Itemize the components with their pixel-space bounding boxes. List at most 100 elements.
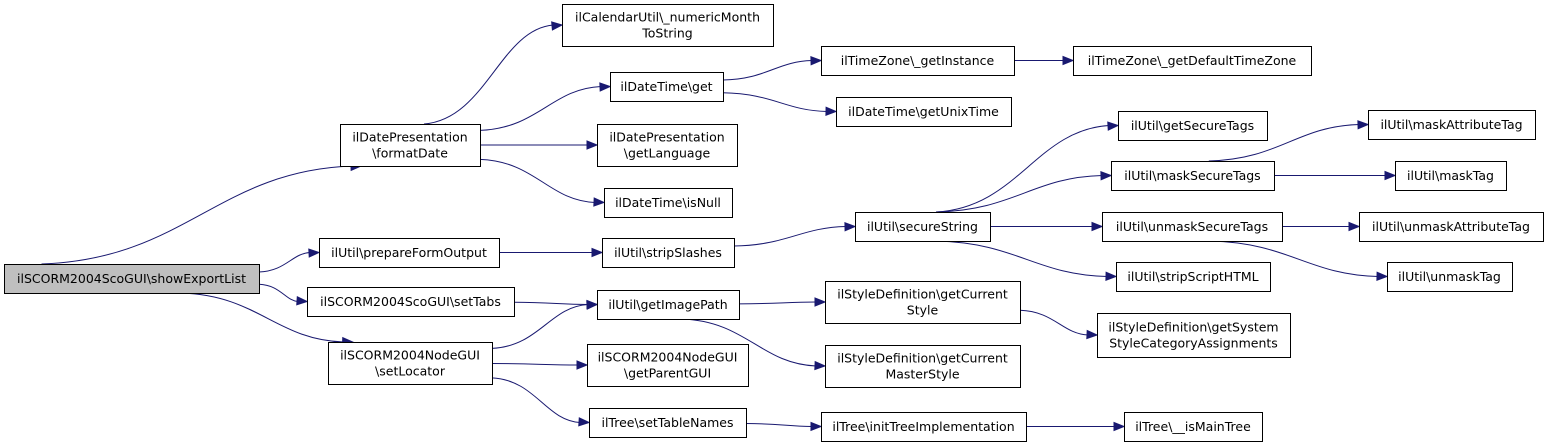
edge-line xyxy=(491,377,581,423)
arrowhead xyxy=(586,300,599,310)
node-label: \setLocator xyxy=(375,364,446,379)
node-box xyxy=(1118,111,1268,141)
node-maskAttributeTag[interactable]: ilUtil\maskAttributeTag xyxy=(1368,110,1536,140)
edge-line xyxy=(733,226,847,247)
node-box xyxy=(319,238,500,268)
edge-root-to-setTabs xyxy=(258,283,309,306)
node-box xyxy=(307,287,515,317)
node-root[interactable]: ilSCORM2004ScoGUI\showExportList xyxy=(4,264,260,294)
node-label: ilCalendarUtil\_numericMonth xyxy=(575,10,760,25)
node-secureString[interactable]: ilUtil\secureString xyxy=(855,212,991,242)
node-label: ilSCORM2004ScoGUI\showExportList xyxy=(17,271,246,286)
edge-line xyxy=(935,175,1103,213)
arrowhead xyxy=(296,296,309,306)
node-label: ilUtil\unmaskAttributeTag xyxy=(1372,219,1530,234)
edge-formatDate-to-dtGet xyxy=(479,82,612,131)
node-box xyxy=(587,344,749,387)
node-defaultTZ[interactable]: ilTimeZone\_getDefaultTimeZone xyxy=(1073,46,1312,76)
node-isMainTree[interactable]: ilTree\__isMainTree xyxy=(1124,412,1263,442)
arrowhead xyxy=(578,417,591,427)
node-unmaskSecureTags[interactable]: ilUtil\unmaskSecureTags xyxy=(1102,212,1283,242)
node-getSecureTags[interactable]: ilUtil\getSecureTags xyxy=(1118,111,1268,141)
node-box xyxy=(1073,46,1312,76)
node-maskSecureTags[interactable]: ilUtil\maskSecureTags xyxy=(1111,161,1275,191)
node-box xyxy=(597,124,738,167)
node-label: ilSCORM2004ScoGUI\setTabs xyxy=(320,294,501,309)
edge-line xyxy=(1019,309,1089,336)
node-label: ilDateTime\isNull xyxy=(615,195,721,210)
node-getUnixTime[interactable]: ilDateTime\getUnixTime xyxy=(836,97,1012,127)
edge-tzGetInstance-to-defaultTZ xyxy=(1014,55,1075,66)
node-isNull[interactable]: ilDateTime\isNull xyxy=(604,188,733,218)
arrowhead xyxy=(825,106,838,117)
node-setTabs[interactable]: ilSCORM2004ScoGUI\setTabs xyxy=(307,287,515,317)
edge-maskSecureTags-to-maskTag xyxy=(1274,170,1397,181)
edge-line xyxy=(722,92,828,112)
node-box xyxy=(1368,110,1536,140)
edge-prepareFormOutput-to-stripSlashes xyxy=(499,247,604,258)
edge-unmaskSecureTags-to-unmaskTag xyxy=(1209,240,1389,281)
node-unmaskTag[interactable]: ilUtil\unmaskTag xyxy=(1387,262,1513,292)
node-formatDate[interactable]: ilDatePresentation\formatDate xyxy=(340,124,481,167)
node-setTableNames[interactable]: ilTree\setTableNames xyxy=(589,408,747,438)
node-label: ilUtil\secureString xyxy=(867,219,978,234)
node-setLocator[interactable]: ilSCORM2004NodeGUI\setLocator xyxy=(328,342,493,385)
edges-layer xyxy=(41,21,1397,432)
node-label: Style xyxy=(907,303,939,318)
node-initTreeImpl[interactable]: ilTree\initTreeImplementation xyxy=(821,412,1027,442)
node-unmaskAttributeTag[interactable]: ilUtil\unmaskAttributeTag xyxy=(1359,212,1544,242)
edge-line xyxy=(722,60,813,81)
node-box xyxy=(836,97,1012,127)
node-box xyxy=(825,345,1021,388)
node-maskTag[interactable]: ilUtil\maskTag xyxy=(1395,161,1507,191)
node-box xyxy=(1359,212,1544,242)
node-getLanguage[interactable]: ilDatePresentation\getLanguage xyxy=(597,124,738,167)
arrowhead xyxy=(810,421,823,432)
node-label: ilDateTime\getUnixTime xyxy=(848,104,999,119)
node-sysStyleCat[interactable]: ilStyleDefinition\getSystemStyleCategory… xyxy=(1097,313,1291,358)
node-tzGetInstance[interactable]: ilTimeZone\_getInstance xyxy=(821,46,1015,76)
arrowhead xyxy=(586,140,599,150)
node-label: ilTimeZone\_getDefaultTimeZone xyxy=(1088,53,1297,68)
node-label: ilStyleDefinition\getSystem xyxy=(1108,320,1278,335)
node-getImagePath[interactable]: ilUtil\getImagePath xyxy=(597,290,740,320)
node-label: ilDatePresentation xyxy=(352,130,467,145)
node-label: ToString xyxy=(641,26,692,41)
edge-getImagePath-to-getCurrentStyle xyxy=(738,297,827,307)
node-box xyxy=(1111,161,1275,191)
node-box xyxy=(1387,262,1513,292)
edge-line xyxy=(491,304,589,349)
node-stripSlashes[interactable]: ilUtil\stripSlashes xyxy=(602,238,735,268)
edge-getCurrentStyle-to-sysStyleCat xyxy=(1019,309,1099,340)
arrowhead xyxy=(844,221,857,232)
node-label: StyleCategoryAssignments xyxy=(1109,336,1278,351)
arrowhead xyxy=(1357,120,1370,130)
node-label: ilUtil\maskAttributeTag xyxy=(1380,117,1522,132)
edge-line xyxy=(258,283,299,302)
node-stripScriptHTML[interactable]: ilUtil\stripScriptHTML xyxy=(1116,262,1271,292)
node-label: ilTimeZone\_getInstance xyxy=(841,53,995,68)
node-label: \getParentGUI xyxy=(624,366,711,381)
node-label: ilStyleDefinition\getCurrent xyxy=(837,287,1008,302)
edge-line xyxy=(513,301,589,305)
arrowhead xyxy=(599,82,612,92)
edge-setLocator-to-getParentGUI xyxy=(491,360,589,370)
edge-maskSecureTags-to-maskAttributeTag xyxy=(1208,120,1370,162)
arrowhead xyxy=(308,248,321,258)
arrowhead xyxy=(1113,421,1126,432)
node-box xyxy=(1116,262,1271,292)
arrowhead xyxy=(591,247,604,258)
node-label: ilTree\__isMainTree xyxy=(1135,419,1251,434)
node-box xyxy=(597,290,740,320)
node-getParentGUI[interactable]: ilSCORM2004NodeGUI\getParentGUI xyxy=(587,344,749,387)
node-box xyxy=(1124,412,1263,442)
node-prepareFormOutput[interactable]: ilUtil\prepareFormOutput xyxy=(319,238,500,268)
edge-line xyxy=(935,240,1108,277)
edge-line xyxy=(491,363,579,366)
node-dtGet[interactable]: ilDateTime\get xyxy=(610,72,724,102)
arrowhead xyxy=(814,360,827,371)
